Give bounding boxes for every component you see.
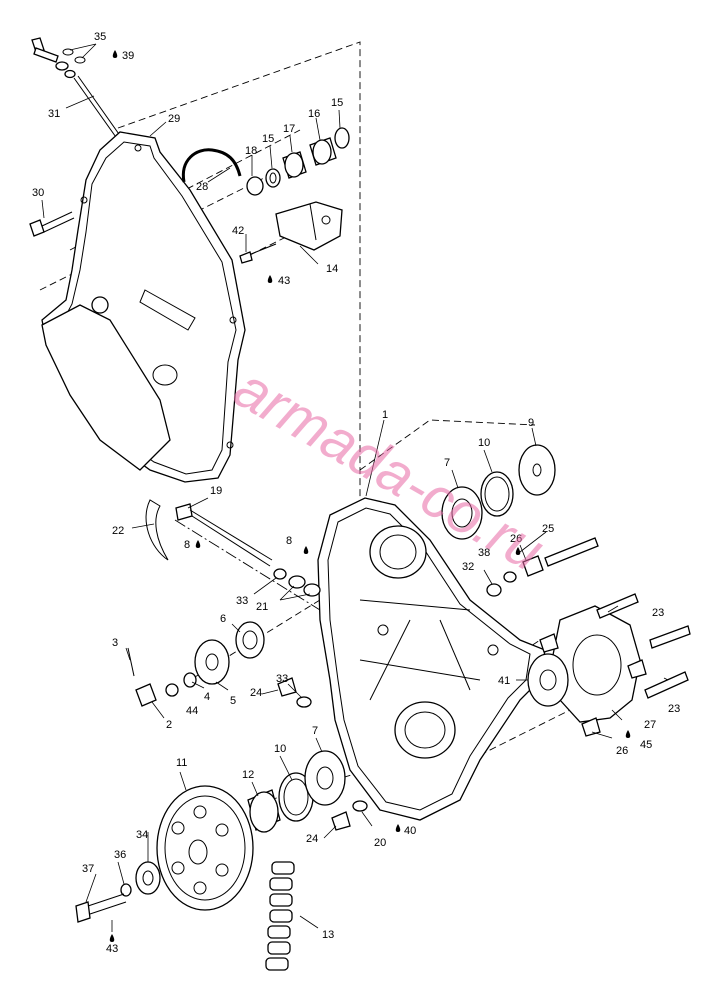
oil-drop-icon [112, 50, 118, 58]
callout-5: 5 [230, 695, 236, 707]
adjuster-bolt-group [145, 499, 321, 597]
callout-26b: 26 [616, 745, 628, 757]
callout-23b: 23 [668, 703, 680, 715]
callout-7b: 7 [312, 725, 318, 737]
callout-10b: 10 [274, 743, 286, 755]
middle-fasteners [277, 677, 312, 708]
callout-16: 16 [308, 108, 320, 120]
callout-15b: 15 [331, 97, 343, 109]
drive-sprocket-group [127, 621, 265, 707]
callout-23a: 23 [652, 607, 664, 619]
callout-8a: 8 [184, 539, 190, 551]
callout-1: 1 [382, 409, 388, 421]
upper-right-fasteners [486, 537, 599, 597]
callout-12: 12 [242, 769, 254, 781]
callout-43b: 43 [106, 943, 118, 955]
bearing-cover-group [527, 593, 691, 737]
callout-18: 18 [245, 145, 257, 157]
oil-drop-icon [625, 730, 631, 738]
callout-27: 27 [644, 719, 656, 731]
oil-drop-icon [267, 275, 273, 283]
callout-40: 40 [404, 825, 416, 837]
dipstick-assembly [31, 37, 122, 141]
callout-2: 2 [166, 719, 172, 731]
callout-33a: 33 [236, 595, 248, 607]
bracket-14 [239, 201, 343, 264]
callout-44: 44 [186, 705, 198, 717]
oil-drop-icon [303, 546, 309, 554]
oil-drop-icons [109, 50, 631, 942]
callout-19: 19 [210, 485, 222, 497]
callout-3: 3 [112, 637, 118, 649]
callout-41: 41 [498, 675, 510, 687]
upper-bearing-group [441, 444, 556, 540]
callout-7a: 7 [444, 457, 450, 469]
oil-drop-icon [195, 540, 201, 548]
callout-33b: 33 [276, 673, 288, 685]
callout-6: 6 [220, 613, 226, 625]
callout-45: 45 [640, 739, 652, 751]
callout-31: 31 [48, 108, 60, 120]
chaincase-housing [317, 497, 546, 821]
callout-24b: 24 [306, 833, 318, 845]
driven-sprocket-11 [156, 785, 254, 911]
sprocket-bolt-group [75, 861, 161, 923]
lower-bearing-group [247, 750, 368, 833]
chaincase-cover [41, 131, 246, 483]
callout-43a: 43 [278, 275, 290, 287]
callout-36: 36 [114, 849, 126, 861]
callout-13: 13 [322, 929, 334, 941]
oil-drop-icon [515, 547, 521, 555]
cord-28 [181, 148, 242, 183]
callout-14: 14 [326, 263, 338, 275]
callout-39: 39 [122, 50, 134, 62]
callout-26a: 26 [510, 533, 522, 545]
bolt-30 [29, 211, 75, 237]
callout-4: 4 [204, 691, 210, 703]
callout-32: 32 [462, 561, 474, 573]
oil-drop-icon [395, 824, 401, 832]
callout-9: 9 [528, 417, 534, 429]
callout-25: 25 [542, 523, 554, 535]
callout-22: 22 [112, 525, 124, 537]
callout-15a: 15 [262, 133, 274, 145]
callout-10a: 10 [478, 437, 490, 449]
callout-34: 34 [136, 829, 148, 841]
callout-29: 29 [168, 113, 180, 125]
callout-labels: 35 39 31 29 30 28 18 15 17 16 15 42 14 4… [32, 31, 680, 955]
callout-24a: 24 [250, 687, 262, 699]
callout-42: 42 [232, 225, 244, 237]
callout-28: 28 [196, 181, 208, 193]
callout-37: 37 [82, 863, 94, 875]
callout-8b: 8 [286, 535, 292, 547]
callout-11: 11 [176, 757, 187, 769]
callout-38: 38 [478, 547, 490, 559]
tensioner-bearings [246, 127, 350, 196]
callout-20: 20 [374, 837, 386, 849]
leader-lines [41, 43, 669, 932]
callout-17: 17 [283, 123, 295, 135]
drive-chain-13 [265, 861, 295, 971]
callout-21: 21 [256, 601, 268, 613]
callout-30: 30 [32, 187, 44, 199]
oil-drop-icon [109, 934, 115, 942]
callout-35: 35 [94, 31, 106, 43]
